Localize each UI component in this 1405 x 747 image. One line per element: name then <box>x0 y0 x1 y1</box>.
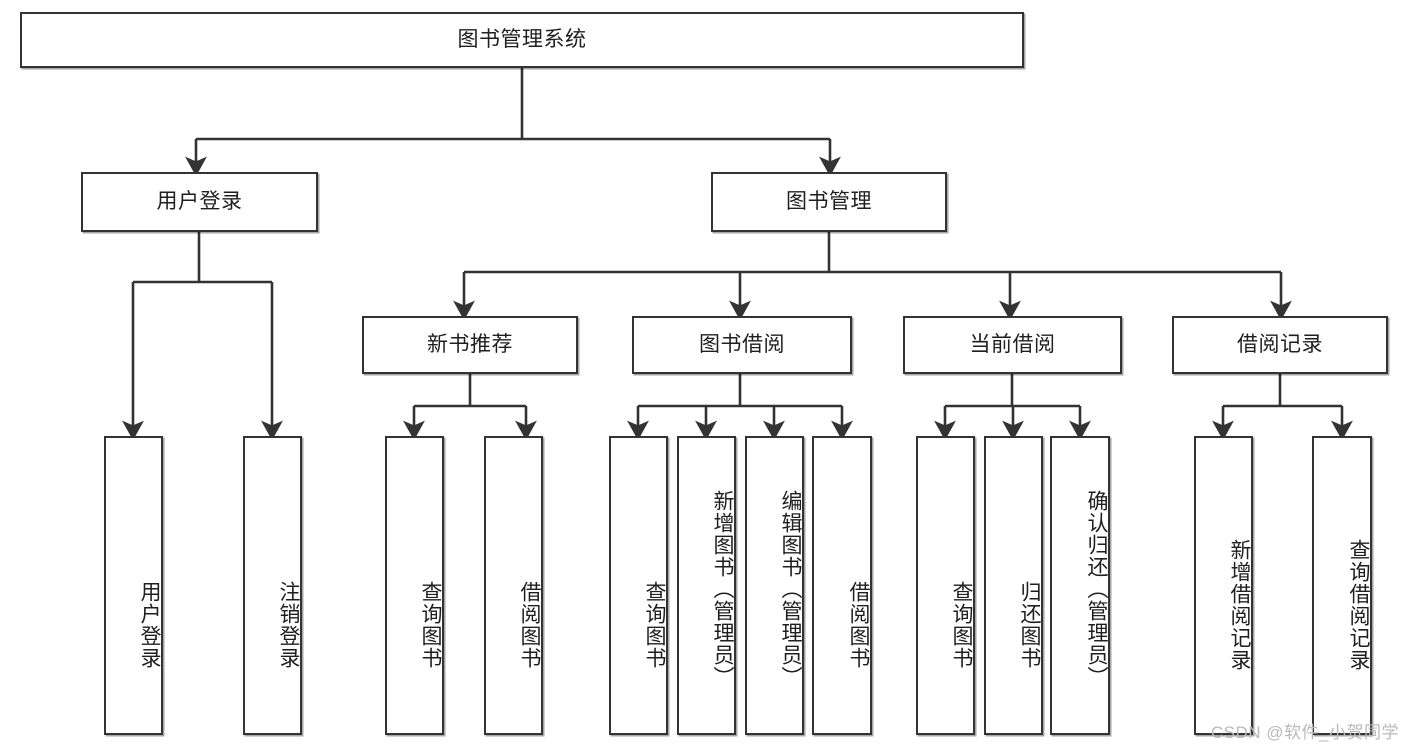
leaf-borrow-book-1[interactable]: 借阅图书 <box>484 436 543 735</box>
node-book-management-system[interactable]: 图书管理系统 <box>20 12 1024 68</box>
node-label: 图书管理 <box>786 189 872 213</box>
node-label: 用户登录 <box>156 189 243 213</box>
node-current-borrow[interactable]: 当前借阅 <box>903 316 1122 374</box>
node-label: 借阅图书 <box>518 580 541 669</box>
leaf-user-login[interactable]: 用户登录 <box>104 436 163 735</box>
node-label: 注销登录 <box>277 580 300 669</box>
node-label: 新增借阅记录 <box>1228 538 1251 671</box>
leaf-confirm-return[interactable]: 确认归还（管理员） <box>1050 436 1110 735</box>
node-book-borrow[interactable]: 图书借阅 <box>632 316 852 374</box>
node-label: 查询图书 <box>643 580 666 669</box>
node-borrow-record[interactable]: 借阅记录 <box>1172 316 1388 374</box>
leaf-return-book[interactable]: 归还图书 <box>984 436 1043 735</box>
leaf-add-record[interactable]: 新增借阅记录 <box>1194 436 1253 735</box>
node-label: 新书推荐 <box>427 332 513 356</box>
node-label: 新增图书（管理员） <box>711 489 734 688</box>
node-label: 当前借阅 <box>969 332 1056 356</box>
leaf-query-book-1[interactable]: 查询图书 <box>385 436 444 735</box>
node-label: 查询借阅记录 <box>1347 538 1370 671</box>
leaf-query-book-2[interactable]: 查询图书 <box>609 436 668 735</box>
node-new-book-recommend[interactable]: 新书推荐 <box>362 316 578 374</box>
node-label: 借阅记录 <box>1237 332 1323 356</box>
node-label: 查询图书 <box>950 580 973 669</box>
node-label: 图书管理系统 <box>457 27 587 51</box>
node-user-login[interactable]: 用户登录 <box>81 172 318 232</box>
node-label: 图书借阅 <box>699 332 785 356</box>
node-book-management[interactable]: 图书管理 <box>711 172 947 232</box>
leaf-query-book-3[interactable]: 查询图书 <box>916 436 975 735</box>
watermark-text: CSDN @软件_小贺同学 <box>1210 723 1399 742</box>
node-label: 查询图书 <box>419 580 442 669</box>
node-label: 归还图书 <box>1018 580 1041 669</box>
node-label: 借阅图书 <box>847 580 870 669</box>
leaf-query-record[interactable]: 查询借阅记录 <box>1312 436 1372 735</box>
leaf-logout-login[interactable]: 注销登录 <box>243 436 302 735</box>
leaf-borrow-book-2[interactable]: 借阅图书 <box>812 436 872 735</box>
leaf-edit-book[interactable]: 编辑图书（管理员） <box>745 436 804 735</box>
node-label: 确认归还（管理员） <box>1085 489 1108 688</box>
node-label: 编辑图书（管理员） <box>779 489 802 688</box>
node-label: 用户登录 <box>138 580 161 669</box>
leaf-add-book[interactable]: 新增图书（管理员） <box>677 436 736 735</box>
